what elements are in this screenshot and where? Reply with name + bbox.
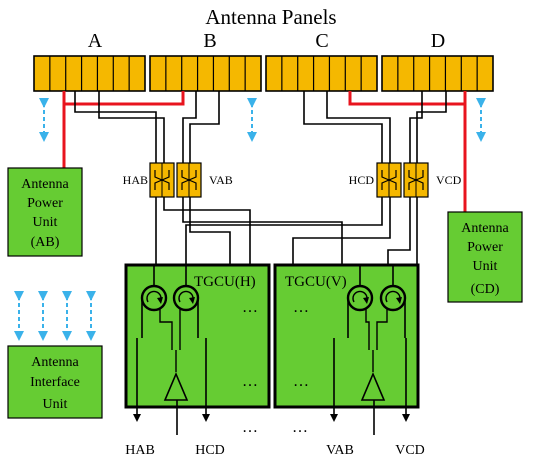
antenna-panels-group <box>33 55 494 92</box>
antenna-power-unit-cd: Antenna Power Unit (CD) <box>447 211 523 303</box>
tgcu-v-ellipsis-bottom: … <box>293 373 309 390</box>
tgcu-v-label: TGCU(V) <box>285 274 347 290</box>
antenna-panel-d <box>381 55 494 92</box>
output-label-hab: HAB <box>125 443 155 458</box>
panel-label-b: B <box>203 30 216 52</box>
svg-text:(AB): (AB) <box>31 235 60 250</box>
power-line-cd-to-c <box>348 91 465 106</box>
tgcu-v-ellipsis-top: … <box>293 299 309 316</box>
tgcu-h-label: TGCU(H) <box>194 274 256 290</box>
hybrid-left-label-vab: VAB <box>209 173 233 187</box>
hybrid-coupler-right <box>376 162 429 198</box>
bottom-ellipsis-left: … <box>242 419 258 436</box>
svg-text:Interface: Interface <box>30 375 80 390</box>
svg-text:(CD): (CD) <box>471 282 500 297</box>
antenna-panel-c <box>265 55 378 92</box>
svg-text:Unit: Unit <box>43 397 68 412</box>
output-lines <box>133 338 410 435</box>
hybrid-right-label-hcd: HCD <box>349 173 375 187</box>
power-lines <box>62 91 467 212</box>
tgcu-h-ellipsis-bottom: … <box>242 373 258 390</box>
svg-text:Power: Power <box>27 196 63 211</box>
svg-text:Antenna: Antenna <box>461 221 509 236</box>
panel-label-d: D <box>431 30 445 52</box>
antenna-panel-a <box>33 55 146 92</box>
tgcu-v-unit: TGCU(V) <box>273 263 420 409</box>
tgcu-h-internals <box>140 265 200 401</box>
tgcu-internals <box>140 265 407 401</box>
hybrid-left-label-hab: HAB <box>123 173 148 187</box>
output-label-vab: VAB <box>326 443 354 458</box>
svg-text:Antenna: Antenna <box>31 355 79 370</box>
amplifier-icon <box>163 371 189 401</box>
tgcu-h-ellipsis-top: … <box>242 299 258 316</box>
svg-text:Unit: Unit <box>33 215 58 230</box>
antenna-power-unit-ab: Antenna Power Unit (AB) <box>7 167 83 257</box>
antenna-interface-unit: Antenna Interface Unit <box>7 345 103 419</box>
interface-unit-arrows <box>14 291 96 341</box>
bottom-ellipsis-right: … <box>292 419 308 436</box>
hybrid-right-label-vcd: VCD <box>436 173 462 187</box>
hybrid-couplers <box>149 162 429 198</box>
antenna-panel-b <box>149 55 262 92</box>
power-line-ab-to-b <box>64 91 185 106</box>
amplifier-icon <box>360 371 386 401</box>
output-label-hcd: HCD <box>195 443 225 458</box>
svg-text:Antenna: Antenna <box>21 177 69 192</box>
output-label-vcd: VCD <box>395 443 425 458</box>
hybrid-coupler-left <box>149 162 202 198</box>
panel-label-a: A <box>88 30 103 52</box>
tgcu-v-internals <box>346 265 407 401</box>
svg-text:Unit: Unit <box>473 259 498 274</box>
panel-rf-arrows <box>39 98 486 142</box>
diagram-title: Antenna Panels <box>205 5 336 29</box>
signal-wires <box>74 91 447 265</box>
svg-text:Power: Power <box>467 240 503 255</box>
panel-label-c: C <box>315 30 328 52</box>
